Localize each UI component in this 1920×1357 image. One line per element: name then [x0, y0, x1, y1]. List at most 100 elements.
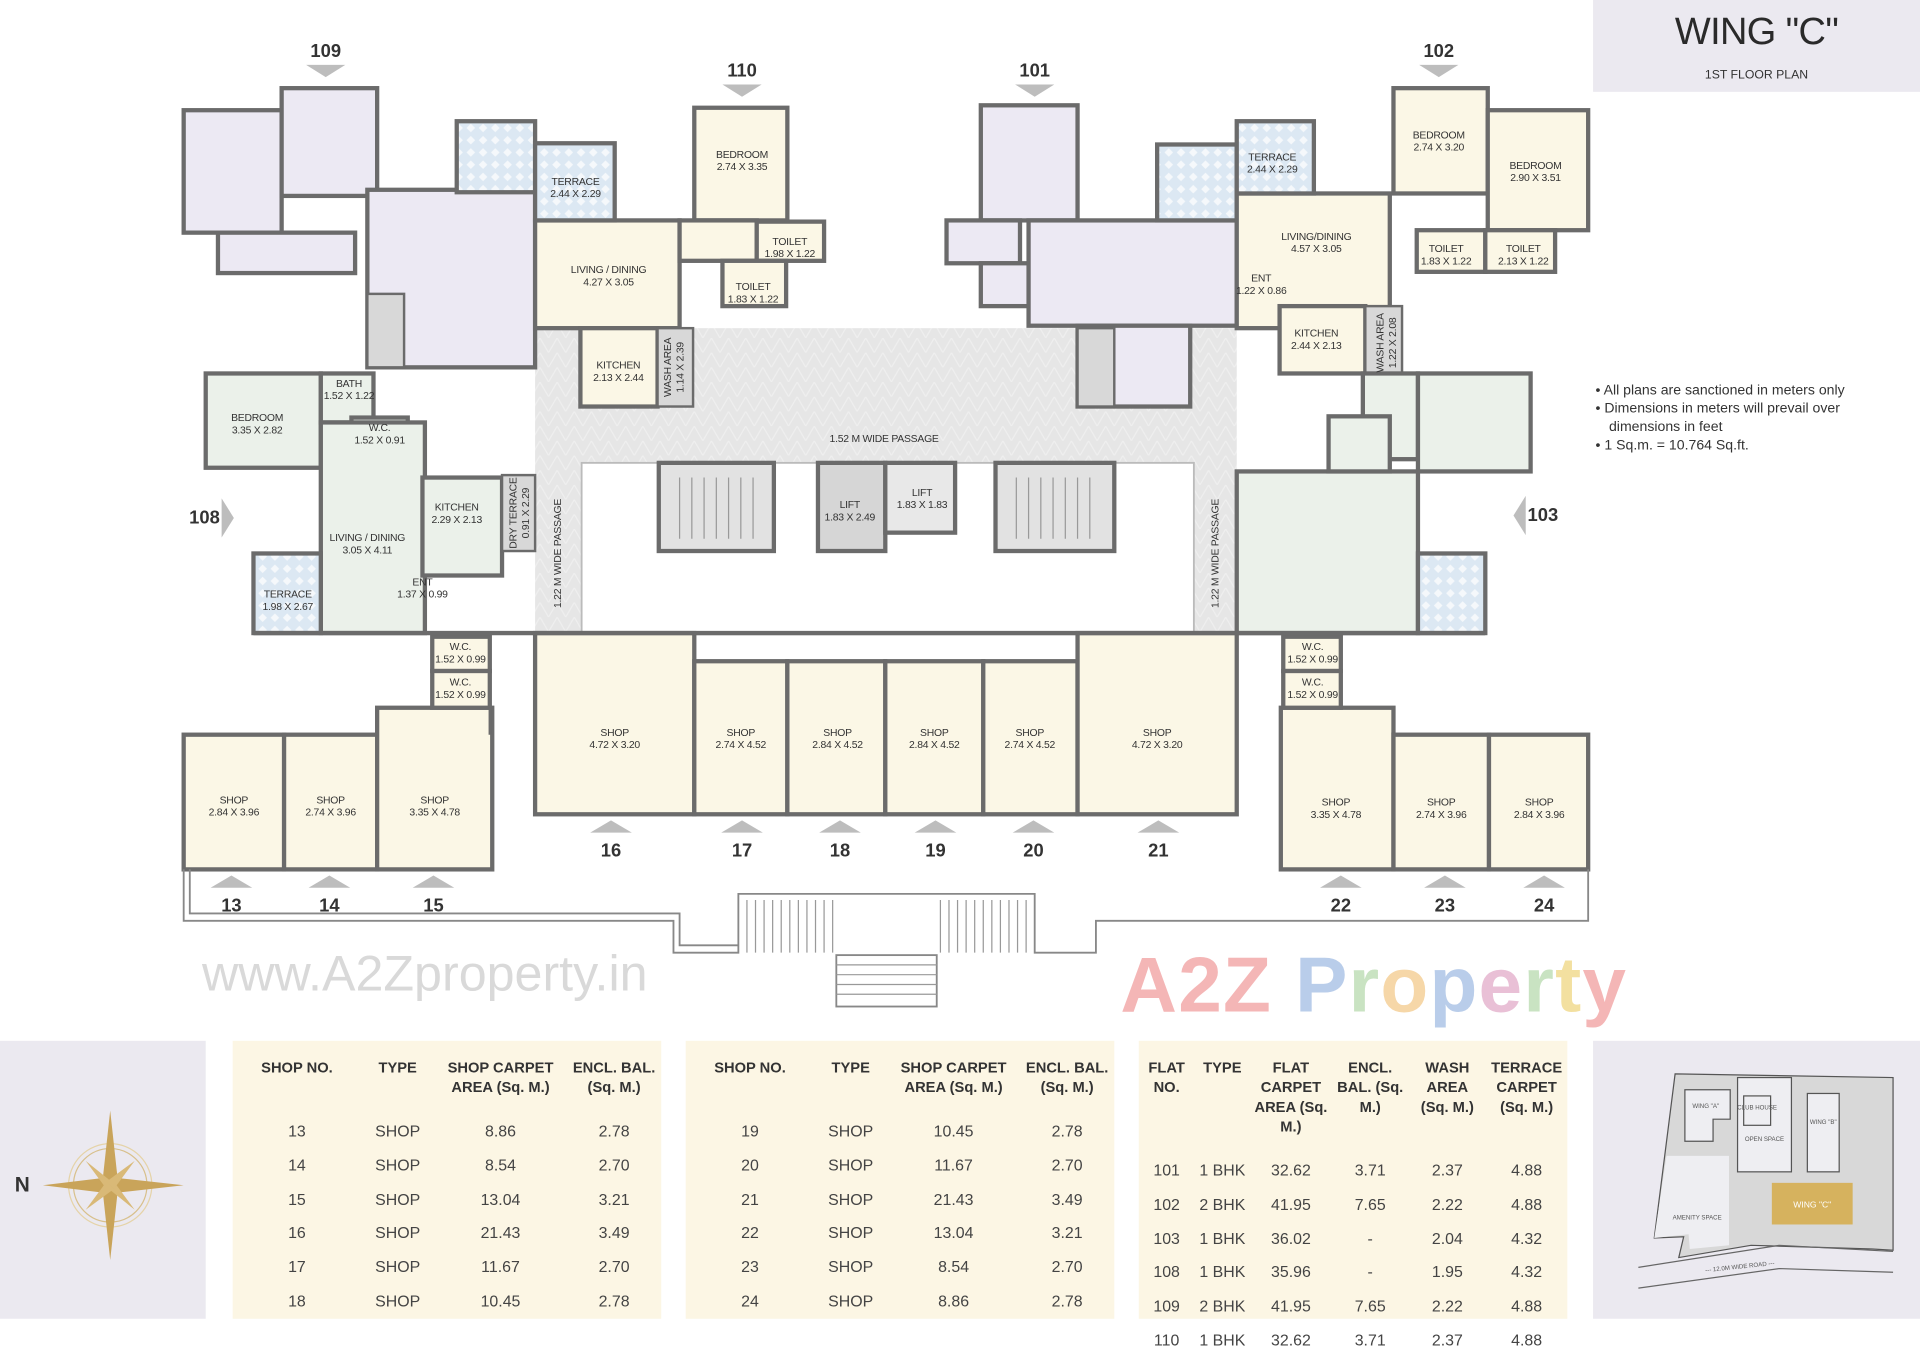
shop-dims: 2.84 X 3.96: [208, 805, 260, 818]
shop-name: SHOP: [823, 726, 852, 739]
shop-name: SHOP: [219, 793, 249, 806]
flat-number-label: 109: [310, 41, 342, 62]
table-cell: 10.45: [933, 1122, 974, 1141]
shop-number-label: 22: [1330, 895, 1352, 917]
room-dimensions: 2.90 X 3.51: [1510, 171, 1561, 184]
room-dimensions: 2.74 X 3.35: [716, 160, 768, 173]
table-cell: 108: [1153, 1262, 1180, 1282]
room-dimensions: 3.35 X 2.82: [231, 423, 283, 436]
table-cell: 7.65: [1354, 1195, 1386, 1214]
room-name: ENT: [1251, 271, 1272, 285]
site-label-road: --- 12.0M WIDE ROAD ---: [1705, 1260, 1775, 1274]
shop-pointer-arrow-icon: [914, 820, 957, 833]
passage-label: 1.22 M WIDE PASSAGE: [551, 498, 564, 609]
table-cell: 14: [288, 1155, 306, 1175]
room-dimensions: 4.57 X 3.05: [1291, 242, 1342, 255]
table-cell: 4.88: [1511, 1195, 1543, 1214]
flat-pointer-arrow-icon: [221, 498, 234, 538]
flat-pointer-arrow-icon: [1419, 64, 1459, 78]
terrace-110: [532, 141, 617, 223]
table-cell: 3.71: [1354, 1161, 1386, 1180]
title-panel: WING "C" 1ST FLOOR PLAN: [1593, 0, 1920, 92]
shop-number-label: 15: [423, 895, 444, 917]
shop-dims: 4.72 X 3.20: [589, 738, 640, 751]
shop-pointer-arrow-icon: [721, 820, 763, 833]
flat-pointer-arrow-icon: [1015, 84, 1055, 97]
shop-name: SHOP: [1015, 726, 1045, 739]
shop-name: SHOP: [1321, 795, 1351, 809]
column-header: FLAT CARPET AREA (Sq. M.): [1254, 1059, 1328, 1136]
compass-panel: N: [0, 1040, 206, 1319]
room-name: TOILET: [1505, 242, 1541, 255]
shop-name: SHOP: [1142, 726, 1172, 739]
room-name: BATH: [335, 377, 362, 390]
table-cell: 2.37: [1431, 1330, 1463, 1350]
column-header: SHOP CARPET AREA (Sq. M.): [900, 1059, 1007, 1096]
shop-pointer-arrow-icon: [1012, 820, 1055, 833]
table-cell: SHOP: [828, 1291, 874, 1310]
flat-108: [203, 371, 505, 636]
flat-102: [1234, 86, 1591, 376]
shop-number-label: 17: [731, 840, 753, 862]
table-cell: 23: [741, 1257, 759, 1277]
room-label: W.C.1.52 X 0.99: [435, 676, 486, 700]
page-title: WING "C": [1674, 9, 1839, 53]
column-header: SHOP NO.: [714, 1059, 786, 1077]
table-cell: 8.86: [938, 1291, 970, 1310]
room-dimensions: 1.52 X 0.99: [1287, 688, 1338, 701]
table-cell: 18: [288, 1291, 306, 1310]
room-name: WASH AREA: [661, 337, 674, 398]
shop-dims: 2.74 X 4.52: [1004, 738, 1056, 751]
column-header: ENCL. BAL. (Sq. M.): [572, 1059, 656, 1096]
room-name: W.C.: [368, 421, 391, 434]
table-cell: 3.49: [598, 1223, 630, 1243]
table-cell: 4.32: [1511, 1229, 1543, 1248]
table-cell: 32.62: [1270, 1330, 1311, 1350]
notes: • All plans are sanctioned in meters onl…: [1596, 382, 1902, 455]
room-dimensions: 1.14 X 2.39: [673, 342, 686, 393]
table-cell: 2.37: [1431, 1161, 1463, 1180]
table-cell: 2.70: [1051, 1155, 1083, 1175]
room-name: TOILET: [1428, 242, 1464, 255]
shop-name: SHOP: [1426, 795, 1456, 809]
room-dimensions: 1.52 X 1.22: [323, 389, 375, 402]
column-header: ENCL. BAL. (Sq. M.): [1337, 1059, 1404, 1116]
table-cell: 2 BHK: [1199, 1195, 1246, 1214]
room-dimensions: 2.74 X 3.20: [1413, 140, 1465, 154]
table-cell: 102: [1153, 1195, 1180, 1214]
room-name: TERRACE: [1248, 150, 1297, 163]
shop-number-label: 18: [829, 840, 851, 862]
room-name: W.C.: [1301, 675, 1324, 689]
shops: [181, 630, 1591, 872]
column-header: SHOP CARPET AREA (Sq. M.): [447, 1059, 554, 1096]
column-header: FLAT NO.: [1148, 1059, 1185, 1096]
table-cell: 101: [1153, 1161, 1180, 1180]
shop-dims: 2.74 X 3.96: [305, 805, 356, 818]
table-cell: 3.49: [1051, 1189, 1083, 1209]
table-cell: SHOP: [828, 1122, 874, 1141]
room-dimensions: 2.44 X 2.29: [1246, 162, 1298, 176]
table-cell: 4.88: [1511, 1330, 1543, 1350]
lift-2: [883, 460, 958, 535]
table-cell: 13: [288, 1122, 306, 1141]
room-name: W.C.: [1301, 640, 1324, 653]
room-name: W.C.: [449, 640, 472, 653]
table-cell: 35.96: [1270, 1262, 1311, 1282]
